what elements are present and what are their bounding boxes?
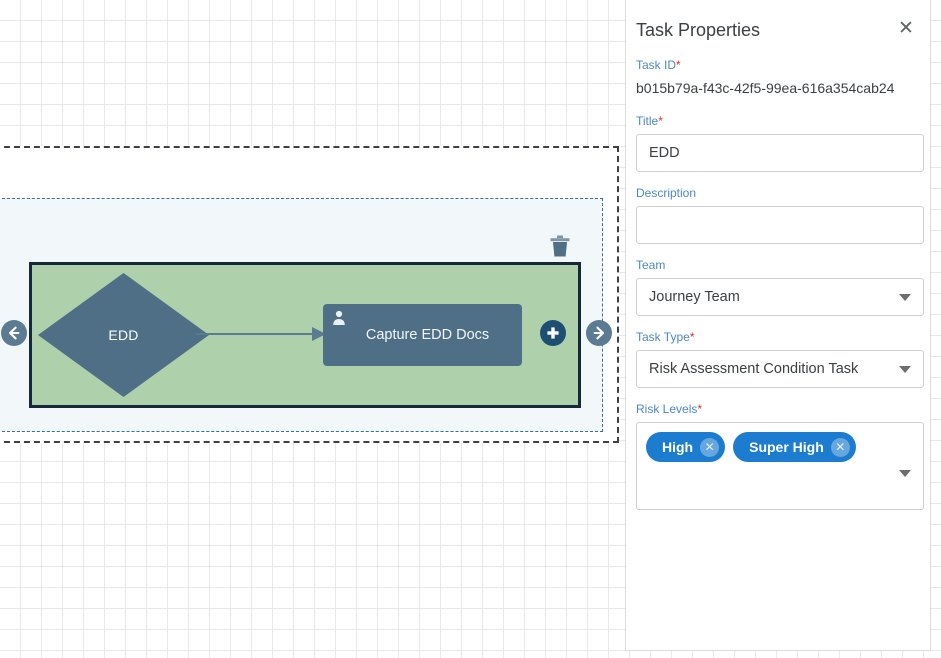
node-capture-edd-docs[interactable]: Capture EDD Docs	[323, 304, 522, 366]
diamond-shape	[38, 273, 209, 397]
node-capture-edd-docs-label: Capture EDD Docs	[365, 327, 490, 343]
description-label: Description	[636, 186, 697, 200]
delete-group-button[interactable]	[549, 234, 571, 258]
risk-levels-label: Risk Levels*	[636, 402, 703, 416]
description-input[interactable]	[636, 206, 924, 244]
team-label: Team	[636, 258, 666, 272]
title-label: Title*	[636, 114, 663, 128]
connector-arrow	[196, 327, 326, 341]
task-id-label: Task ID*	[636, 58, 681, 72]
field-task-id: Task ID* b015b79a-f43c-42f5-99ea-616a354…	[636, 58, 920, 100]
user-icon	[333, 310, 345, 325]
chevron-down-icon	[899, 366, 911, 373]
task-id-value: b015b79a-f43c-42f5-99ea-616a354cab24	[636, 80, 895, 96]
required-asterisk: *	[676, 58, 681, 72]
team-select[interactable]: Journey Team	[636, 278, 924, 316]
task-properties-panel: Task Properties ✕ Task ID* b015b79a-f43c…	[625, 0, 931, 651]
plus-icon	[547, 327, 559, 339]
chip-high[interactable]: High ✕	[646, 432, 726, 462]
close-icon[interactable]: ✕	[898, 16, 914, 39]
field-title: Title* EDD	[636, 114, 924, 172]
arrow-right-icon	[593, 326, 605, 340]
field-task-type: Task Type* Risk Assessment Condition Tas…	[636, 330, 924, 388]
field-team: Team Journey Team	[636, 258, 924, 316]
field-description: Description	[636, 186, 924, 244]
required-asterisk: *	[697, 402, 703, 416]
navigate-right-button[interactable]	[586, 320, 612, 346]
field-risk-levels: Risk Levels* High ✕ Super High ✕	[636, 402, 924, 510]
chip-super-high[interactable]: Super High ✕	[733, 432, 856, 462]
task-type-value: Risk Assessment Condition Task	[649, 361, 859, 377]
panel-header: Task Properties ✕	[626, 0, 930, 58]
page-title: Task Properties	[636, 20, 761, 40]
add-node-button[interactable]	[540, 320, 566, 346]
risk-levels-multiselect[interactable]: High ✕ Super High ✕	[636, 422, 924, 510]
team-value: Journey Team	[649, 289, 740, 305]
node-edd-decision[interactable]: EDD	[36, 271, 211, 399]
task-type-select[interactable]: Risk Assessment Condition Task	[636, 350, 924, 388]
chip-high-remove-icon[interactable]: ✕	[700, 437, 720, 457]
required-asterisk: *	[658, 114, 663, 128]
chip-super-high-remove-icon[interactable]: ✕	[830, 437, 850, 457]
arrow-left-icon	[8, 326, 20, 340]
chevron-down-icon[interactable]	[899, 470, 911, 477]
chevron-down-icon	[899, 294, 911, 301]
title-input[interactable]: EDD	[636, 134, 924, 172]
required-asterisk: *	[689, 330, 695, 344]
chip-high-label: High	[662, 439, 694, 455]
risk-levels-chips: High ✕ Super High ✕	[646, 432, 889, 462]
task-type-label: Task Type*	[636, 330, 695, 344]
chip-super-high-label: Super High	[749, 439, 824, 455]
panel-body: Task ID* b015b79a-f43c-42f5-99ea-616a354…	[626, 58, 930, 510]
navigate-left-button[interactable]	[1, 320, 27, 346]
